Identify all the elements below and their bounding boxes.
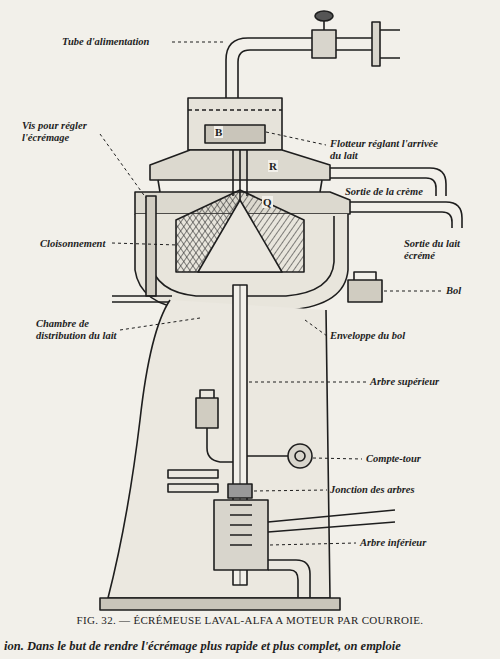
part-label: Arbre inférieur bbox=[360, 537, 480, 549]
part-label: Compte-tour bbox=[366, 453, 476, 465]
part-label: Tube d'alimentation bbox=[62, 36, 182, 48]
part-label: Sortie du lait écrémé bbox=[404, 238, 484, 262]
part-label: Bol bbox=[446, 285, 486, 297]
part-label: Vis pour régler l'écrémage bbox=[22, 120, 100, 144]
part-label: Jonction des arbres bbox=[330, 484, 470, 496]
part-label: Cloisonnement bbox=[40, 238, 130, 250]
part-letter: Q bbox=[262, 196, 273, 208]
part-label: Enveloppe du bol bbox=[330, 330, 450, 342]
part-letter: B bbox=[214, 126, 223, 138]
part-label: Chambre de distribution du lait bbox=[36, 318, 122, 342]
part-label: Arbre supérieur bbox=[370, 376, 490, 388]
part-letter: R bbox=[268, 160, 278, 172]
body-text: ion. Dans le but de rendre l'écrémage pl… bbox=[4, 640, 401, 652]
figure-caption: FIG. 32. — ÉCRÉMEUSE LAVAL-ALFA A MOTEUR… bbox=[77, 614, 424, 626]
part-label: Flotteur réglant l'arrivée du lait bbox=[330, 138, 440, 162]
part-label: Sortie de la crème bbox=[345, 186, 475, 198]
